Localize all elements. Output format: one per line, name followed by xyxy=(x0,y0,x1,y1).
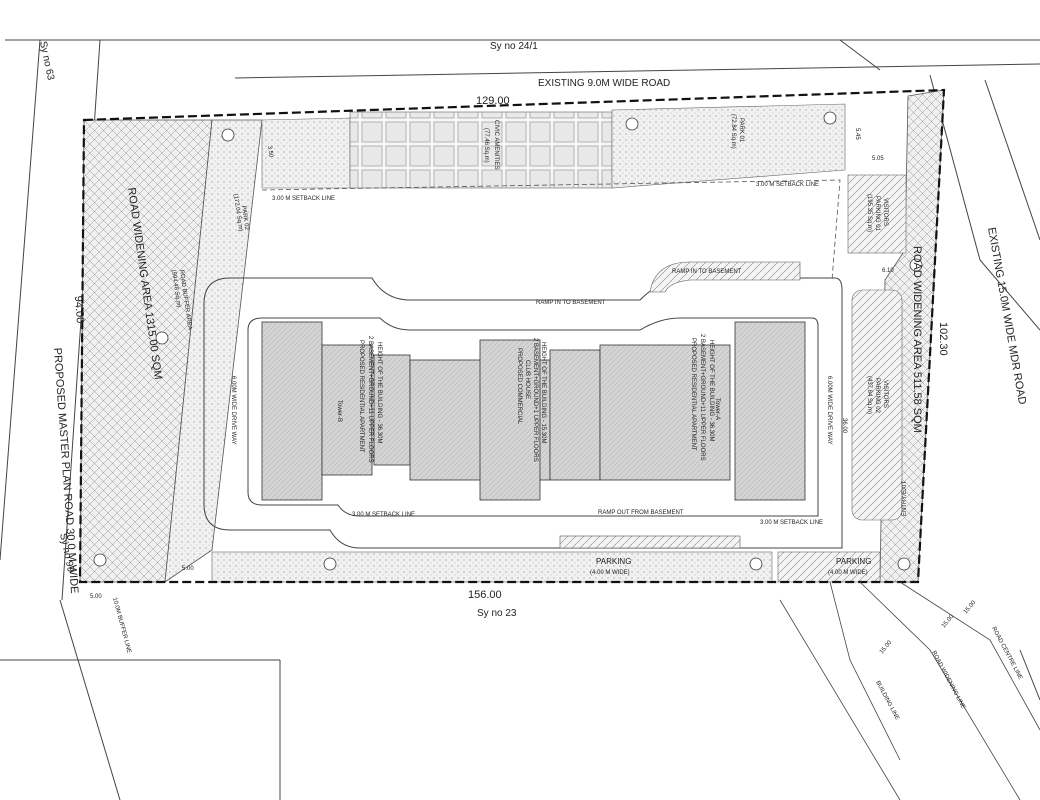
ramp-in-mid-label: RAMP IN TO BASEMENT xyxy=(536,300,606,306)
club-sub: CLUB HOUSE xyxy=(524,360,530,399)
visitors01-label-b: PARKING 01 xyxy=(874,196,880,232)
road-widening-line-label: ROAD WIDENING LINE xyxy=(930,650,966,710)
civic-size: (77.46 Sq.m) xyxy=(483,128,489,163)
park02-size: (172.04 Sq.m) xyxy=(232,193,243,231)
civic-amenities-area xyxy=(349,111,613,189)
dim-top: 129.00 xyxy=(476,95,510,107)
dim-545: 5.45 xyxy=(854,128,860,140)
ramp-out-bottom xyxy=(559,535,741,549)
building-line-label: BUILDING LINE xyxy=(874,680,900,721)
road-right-label: EXISTING 15.0M WIDE MDR ROAD xyxy=(985,226,1028,405)
dim-3600: 36.00 xyxy=(841,418,847,434)
road-lines-lower-right xyxy=(779,581,1040,800)
park02-label: PARK 02 xyxy=(240,205,249,230)
parking-strip xyxy=(211,551,773,583)
site-boundary xyxy=(78,88,946,584)
visitors02-label-b: PARKING 02 xyxy=(874,378,880,414)
visitors01-size: (195.35 Sq.m) xyxy=(866,194,872,232)
tower-b-label: Tower-B xyxy=(336,400,342,422)
setback-top-label: 3.00 M SETBACK LINE xyxy=(272,196,335,202)
parking-strip-2 xyxy=(777,551,881,583)
dim-1500-b: 15.00 xyxy=(941,613,956,629)
parking-label: PARKING xyxy=(596,557,631,566)
dim-610: 6.10 xyxy=(882,268,894,274)
park-02 xyxy=(261,117,351,189)
parking2-label: PARKING xyxy=(836,557,871,566)
setback-line xyxy=(261,179,841,281)
driveway-outer xyxy=(203,277,843,549)
ramp-in-top-label: RAMP IN TO BASEMENT xyxy=(672,269,742,275)
ramp-in-top xyxy=(649,261,801,293)
park01-label: PARK 01 xyxy=(738,118,744,143)
drive-left-label: 6.00M WIDE DRIVE WAY xyxy=(230,376,236,445)
road-top-label: EXISTING 9.0M WIDE ROAD xyxy=(538,78,670,89)
dim-505: 5.05 xyxy=(872,156,884,162)
parking-width: (4.00 M WIDE) xyxy=(590,570,630,576)
visitors-parking-01 xyxy=(847,174,907,254)
sy-bottom-label: Sy no 23 xyxy=(477,608,517,619)
drive-right-label: 6.00M WIDE DRIVE WAY xyxy=(826,376,832,445)
ramp-out-label: RAMP OUT FROM BASEMENT xyxy=(598,510,684,516)
visitors02-label: VISITORS xyxy=(882,380,888,408)
road-buffer-area xyxy=(164,119,263,583)
dim-right: 102.30 xyxy=(937,322,949,356)
dim-1500-a: 15.00 xyxy=(879,639,894,655)
dim-500-bottom: 5.00 xyxy=(90,594,102,600)
setback-right-label: 3.00 M SETBACK LINE xyxy=(760,520,823,526)
road-centre-label: ROAD CENTRE LINE xyxy=(990,626,1023,681)
visitors-parking-02 xyxy=(851,289,903,521)
dim-350: 3.50 xyxy=(266,145,274,158)
dim-500-left: 5.00 xyxy=(182,566,194,572)
tower-a-height: HEIGHT OF THE BUILDING - 36.30M xyxy=(708,340,714,441)
dim-bottom: 156.00 xyxy=(468,589,502,601)
setback-top-right-label: 3.00 M SETBACK LINE xyxy=(756,182,819,188)
parking2-width: (4.00 M WIDE) xyxy=(828,570,868,576)
buffer-line-label: 10.0M BUFFER LINE xyxy=(111,597,132,654)
club-floors: 2 BASEMENT+GROUND+1 UPPER FLOORS xyxy=(532,338,538,462)
sy-left-top-label: Sy no 63 xyxy=(37,40,56,81)
tower-b-floors: 2 BASEMENT+GROUND+11 UPPER FLOORS xyxy=(367,336,373,463)
buffer-area-size: (594.48 Sq.m) xyxy=(170,269,181,307)
setback-mid-label: 3.00 M SETBACK LINE xyxy=(352,512,415,518)
tower-a-floors: 2 BASEMENT+GROUND+11 UPPER FLOORS xyxy=(699,334,705,461)
tower-b-height: HEIGHT OF THE BUILDING - 36.30M xyxy=(376,342,382,443)
survey-markers xyxy=(93,111,923,571)
tower-b-building xyxy=(261,321,411,501)
park-01 xyxy=(611,103,846,189)
widening-right-label: ROAD WIDENING AREA 511.58 SQM xyxy=(911,246,923,433)
driveway-inner xyxy=(247,317,819,517)
visitors01-label: VISITORS xyxy=(882,198,888,226)
club-house-building xyxy=(409,339,551,501)
dim-left: 94.00 xyxy=(72,295,86,323)
club-height: HEIGHT OF THE BUILDING - 15.30M xyxy=(540,342,546,443)
tower-a-building xyxy=(549,321,806,501)
tower-a-label: Tower-A xyxy=(714,398,720,420)
club-title: PROPOSED COMMERCIAL xyxy=(516,348,522,425)
visitors02-size: (437.84 Sq.m) xyxy=(866,376,872,414)
entry-label: ENTRY/EXIT xyxy=(902,480,908,516)
civic-label: CIVIC AMENITIES xyxy=(493,120,499,170)
sy-top-label: Sy no 24/1 xyxy=(490,41,538,52)
tower-b-title: PROPOSED RESIDENTIAL APARTMENT xyxy=(358,340,364,453)
dim-1500-c: 15.00 xyxy=(963,599,978,615)
tower-a-title: PROPOSED RESIDENTIAL APARTMENT xyxy=(690,338,696,451)
park01-size: (72.84 Sq.m) xyxy=(730,114,736,149)
